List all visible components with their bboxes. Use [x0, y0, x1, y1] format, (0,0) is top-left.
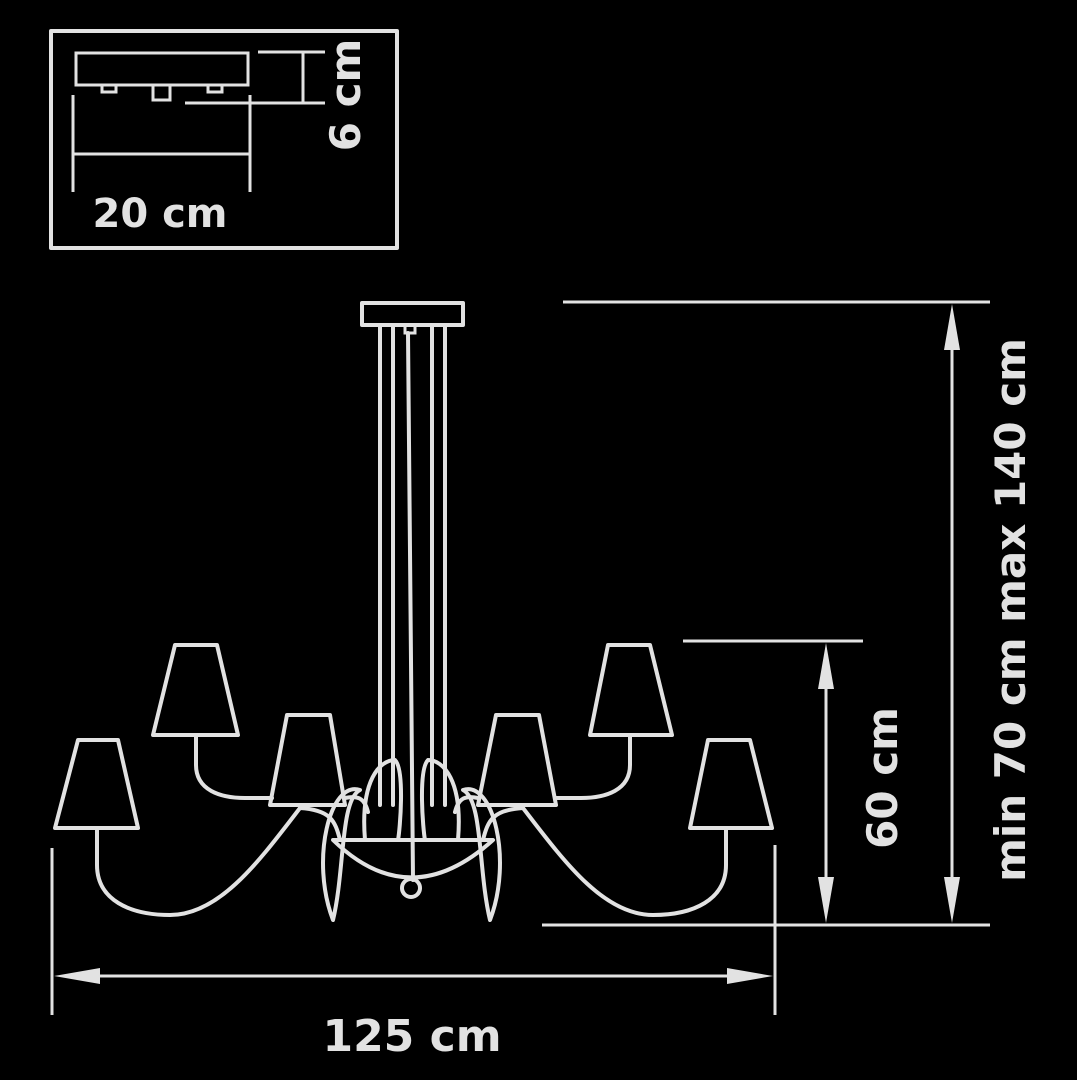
- lamp-shade: [588, 643, 674, 737]
- lamp-shade: [476, 713, 558, 807]
- width-dimension: 125 cm: [50, 845, 777, 1062]
- lamp-shade: [268, 713, 347, 807]
- canopy-plate: [74, 51, 250, 87]
- lamp-shade: [151, 643, 240, 737]
- inset-height-label: 6 cm: [321, 39, 370, 152]
- chandelier-drawing: [53, 301, 774, 922]
- arm-height-label: 60 cm: [858, 707, 907, 849]
- canopy-inset: 6 cm 20 cm: [49, 29, 399, 250]
- inset-width-label: 20 cm: [93, 191, 228, 237]
- canopy: [360, 301, 465, 327]
- total-height-label: min 70 cm max 140 cm: [986, 338, 1035, 882]
- arm-height-dimension: 60 cm: [683, 639, 907, 923]
- inset-frame: [49, 29, 399, 250]
- width-label: 125 cm: [322, 1011, 501, 1062]
- lamp-shade: [688, 738, 774, 830]
- total-height-dimension: min 70 cm max 140 cm: [542, 300, 1035, 927]
- lamp-shade: [53, 738, 140, 830]
